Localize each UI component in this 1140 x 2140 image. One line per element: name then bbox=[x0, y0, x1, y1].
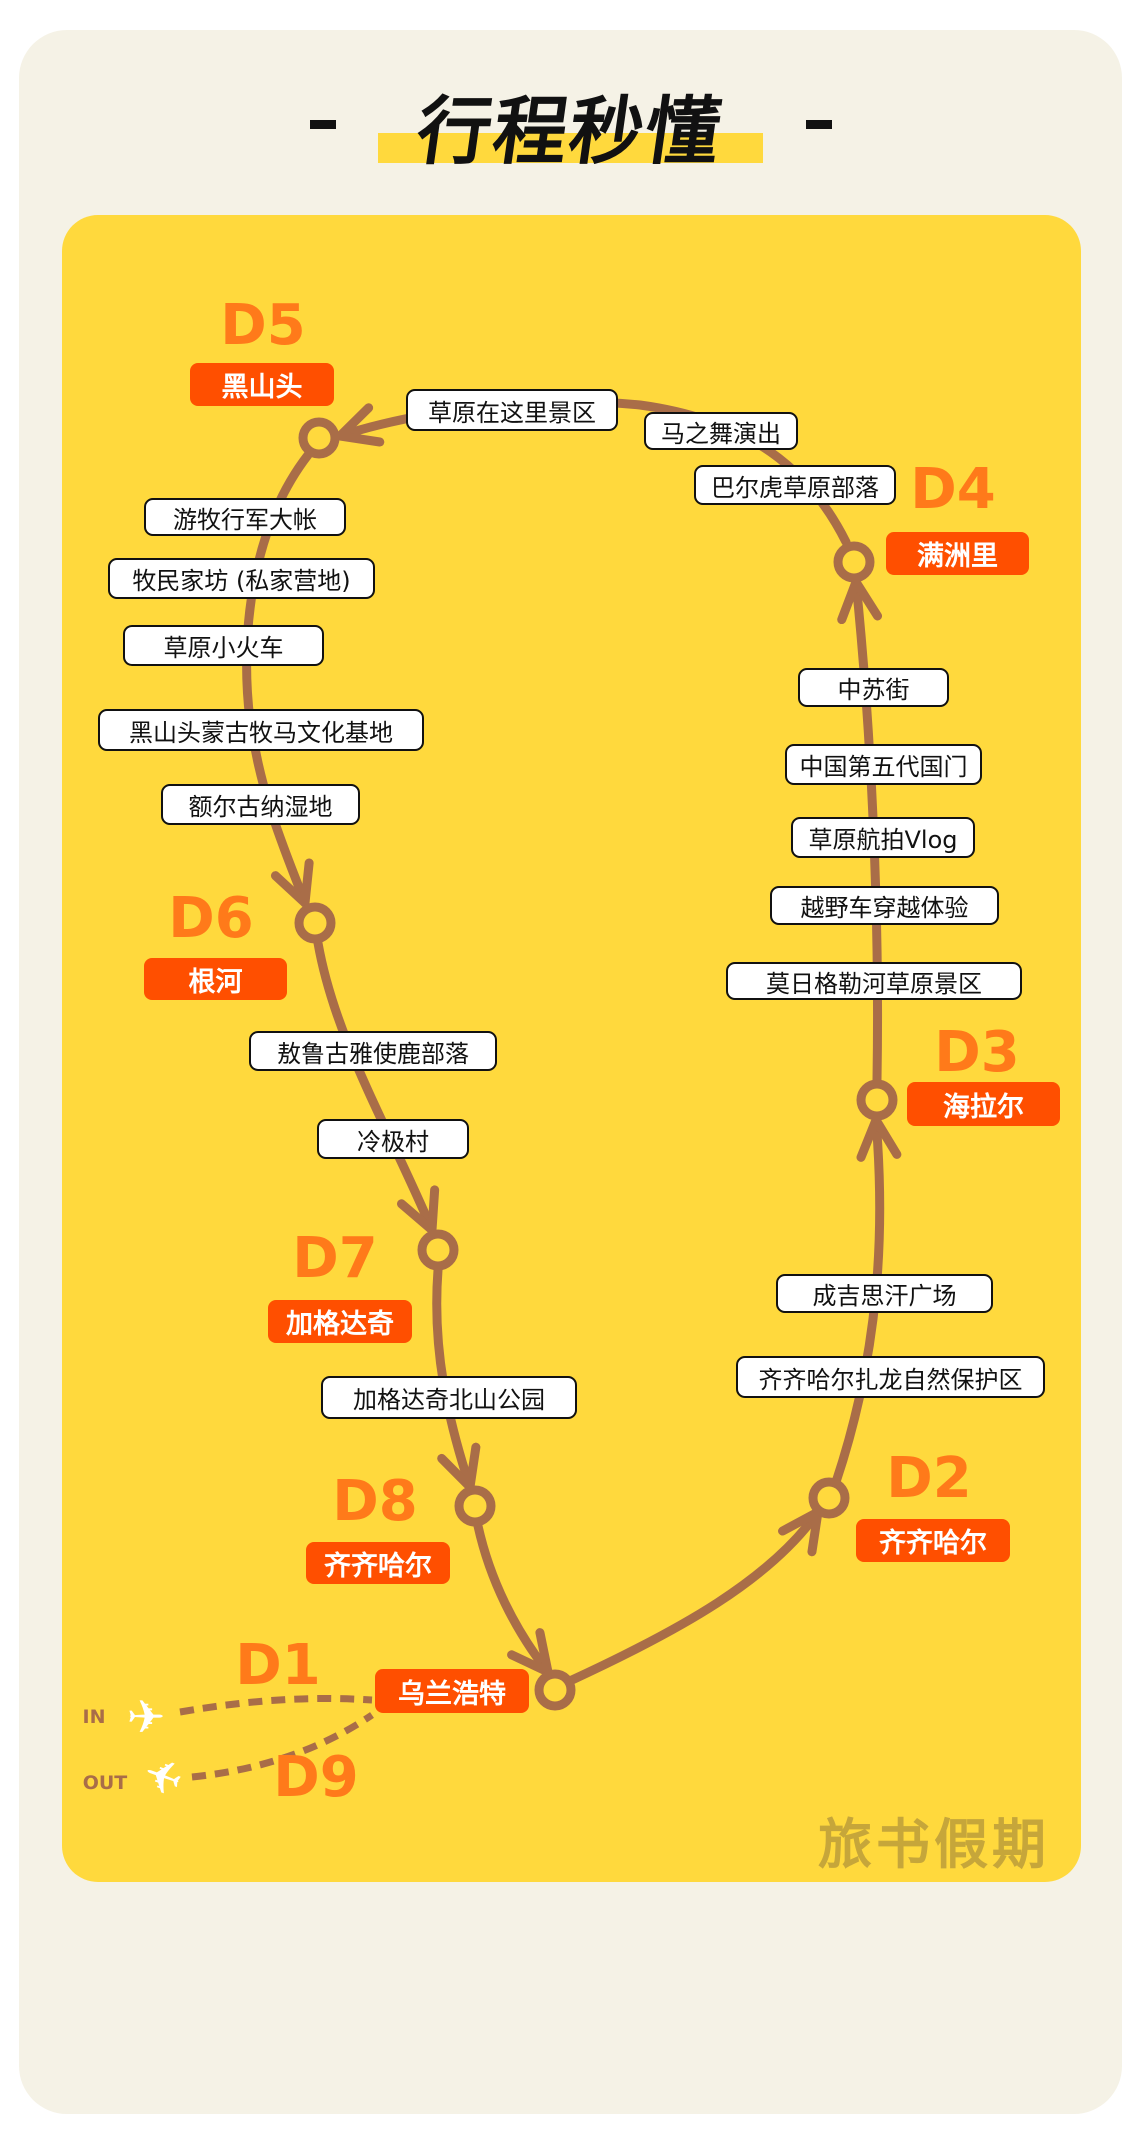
spot-box: 越野车穿越体验 bbox=[770, 886, 999, 925]
day-label-d4: D4 bbox=[910, 457, 996, 522]
spot-box: 敖鲁古雅使鹿部落 bbox=[249, 1031, 497, 1071]
spot-box: 草原在这里景区 bbox=[406, 389, 618, 431]
node-d5 bbox=[298, 417, 340, 459]
spot-box: 中国第五代国门 bbox=[785, 744, 982, 785]
spot-box: 齐齐哈尔扎龙自然保护区 bbox=[736, 1356, 1045, 1398]
node-d8 bbox=[454, 1485, 496, 1527]
city-tag-d1: 乌兰浩特 bbox=[375, 1669, 529, 1713]
day-label-d5: D5 bbox=[220, 293, 306, 358]
day-label-d9: D9 bbox=[273, 1745, 359, 1810]
flight-out-path bbox=[191, 1712, 374, 1781]
spot-box: 草原航拍Vlog bbox=[791, 817, 975, 858]
day-label-d6: D6 bbox=[168, 886, 254, 951]
spot-box: 中苏街 bbox=[798, 668, 949, 707]
spot-box: 成吉思汗广场 bbox=[776, 1274, 993, 1313]
route-map-panel bbox=[62, 215, 1081, 1882]
spot-box: 游牧行军大帐 bbox=[144, 498, 346, 536]
route-d8-d1 bbox=[473, 1521, 548, 1672]
city-tag-d5: 黑山头 bbox=[190, 363, 334, 406]
day-label-d7: D7 bbox=[292, 1226, 378, 1291]
city-tag-d2: 齐齐哈尔 bbox=[856, 1519, 1010, 1562]
day-label-d3: D3 bbox=[934, 1020, 1020, 1085]
city-tag-d4: 满洲里 bbox=[886, 532, 1029, 575]
day-label-d2: D2 bbox=[886, 1446, 972, 1511]
spot-box: 草原小火车 bbox=[123, 625, 324, 666]
spot-box: 加格达奇北山公园 bbox=[321, 1376, 577, 1419]
title-dash-left bbox=[310, 120, 336, 129]
spot-box: 马之舞演出 bbox=[644, 412, 798, 450]
title-highlight bbox=[378, 133, 763, 163]
spot-box: 莫日格勒河草原景区 bbox=[726, 962, 1022, 1000]
city-tag-d3: 海拉尔 bbox=[907, 1082, 1060, 1126]
spot-box: 冷极村 bbox=[317, 1119, 469, 1159]
route-d1-d2 bbox=[567, 1512, 818, 1685]
flight-in-path bbox=[179, 1695, 373, 1716]
node-d6 bbox=[294, 902, 336, 944]
route-d6-d7 bbox=[313, 938, 432, 1230]
city-tag-d8: 齐齐哈尔 bbox=[306, 1542, 450, 1584]
city-tag-d7: 加格达奇 bbox=[268, 1300, 412, 1343]
airplane-arrival-icon: ✈ bbox=[126, 1690, 166, 1744]
spot-box: 黑山头蒙古牧马文化基地 bbox=[98, 709, 424, 751]
day-label-d1: D1 bbox=[235, 1633, 321, 1698]
node-d4 bbox=[833, 541, 875, 583]
route-d3-d4 bbox=[856, 582, 878, 1085]
day-label-d8: D8 bbox=[332, 1469, 418, 1534]
spot-box: 额尔古纳湿地 bbox=[161, 784, 360, 825]
node-d2 bbox=[808, 1477, 850, 1519]
spot-box: 巴尔虎草原部落 bbox=[694, 465, 896, 505]
node-d3 bbox=[856, 1079, 898, 1121]
city-tag-d6: 根河 bbox=[144, 958, 287, 1000]
node-d1 bbox=[534, 1669, 576, 1711]
flight-in-label: IN bbox=[82, 1706, 106, 1728]
spot-box: 牧民家坊 (私家营地) bbox=[108, 558, 375, 599]
flight-out-label: OUT bbox=[82, 1772, 128, 1794]
node-d7 bbox=[417, 1229, 459, 1271]
title-dash-right bbox=[806, 120, 832, 129]
watermark: 旅书假期 bbox=[818, 1813, 1050, 1876]
